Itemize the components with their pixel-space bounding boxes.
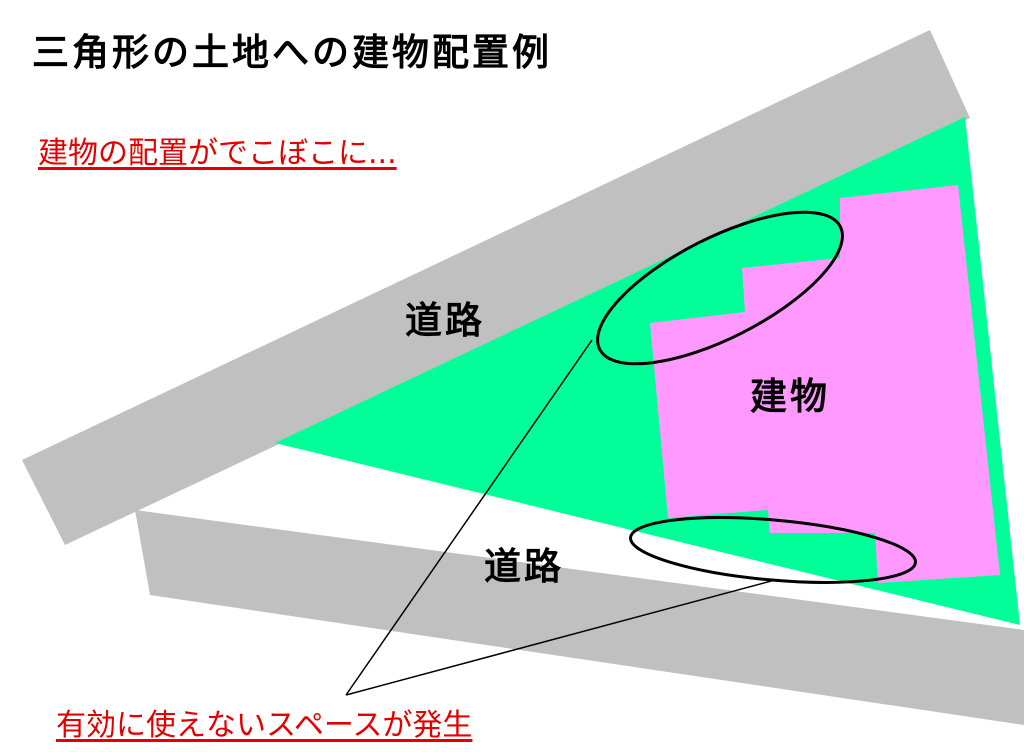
pointer-line-top xyxy=(345,339,593,696)
building-label: 建物 xyxy=(750,375,830,418)
road-top xyxy=(22,30,970,545)
unused-space-ellipse-top xyxy=(596,210,844,366)
road-bottom xyxy=(135,510,1024,725)
unused-space-note: 有効に使えないスペースが発生 xyxy=(56,708,473,743)
unused-space-ellipse-bottom xyxy=(629,516,917,584)
subtitle-note: 建物の配置がでこぼこに... xyxy=(38,136,397,171)
road-label-bottom: 道路 xyxy=(484,545,564,588)
page-title: 三角形の土地への建物配置例 xyxy=(32,31,552,74)
road-label-top: 道路 xyxy=(405,299,485,342)
pointer-line-bottom xyxy=(345,579,776,696)
building-block xyxy=(650,185,1000,583)
